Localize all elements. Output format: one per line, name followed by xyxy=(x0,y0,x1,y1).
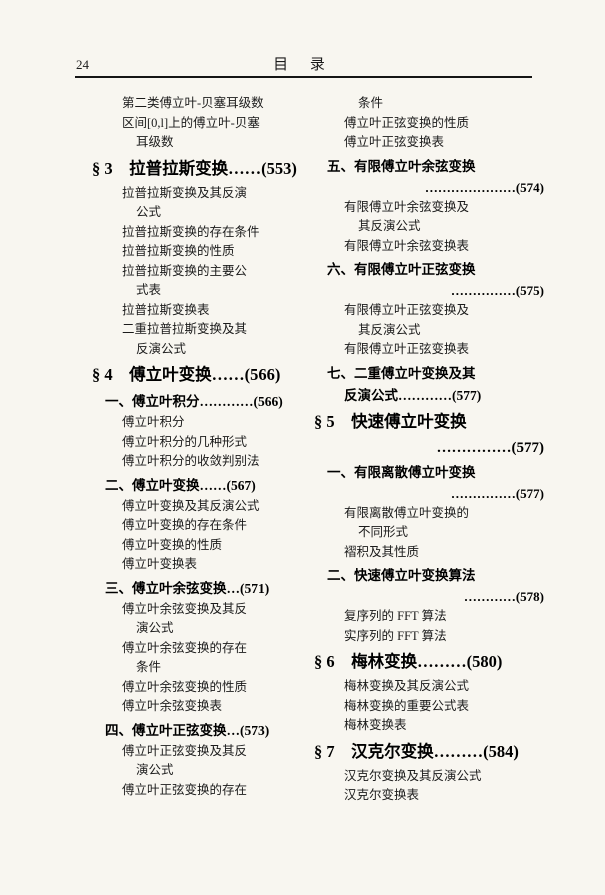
toc-entry: 傅立叶正弦变换的存在 xyxy=(122,782,248,797)
toc-entry: …………(578) xyxy=(463,589,544,604)
toc-entry: 其反演公式 xyxy=(358,219,421,233)
toc-entry: § 6 梅林变换………(580) xyxy=(314,652,503,671)
toc-entry: § 3 拉普拉斯变换……(553) xyxy=(92,158,297,178)
toc-entry: 傅立叶余弦变换的性质 xyxy=(122,679,248,694)
toc-right-column: 条件傅立叶正弦变换的性质傅立叶正弦变换表五、有限傅立叶余弦变换 …………………(5… xyxy=(314,94,544,806)
toc-entry: 傅立叶余弦变换表 xyxy=(122,699,223,713)
toc-entry: 拉普拉斯变换的性质 xyxy=(122,244,235,258)
toc-entry: 式表 xyxy=(136,283,162,297)
toc-entry: 拉普拉斯变换的主要公 xyxy=(122,263,248,278)
toc-entry: 七、二重傅立叶变换及其 xyxy=(327,365,476,381)
toc-entry: 有限傅立叶余弦变换表 xyxy=(344,238,470,253)
toc-entry: 傅立叶正弦变换表 xyxy=(344,135,445,149)
toc-entry: 四、傅立叶正弦变换…(573) xyxy=(105,722,270,738)
toc-entry: 有限傅立叶正弦变换及 xyxy=(344,303,470,317)
toc-entry: 二重拉普拉斯变换及其 xyxy=(122,322,248,336)
toc-entry: 五、有限傅立叶余弦变换 xyxy=(327,158,476,174)
toc-entry: 二、傅立叶变换……(567) xyxy=(105,477,256,493)
toc-entry: 梅林变换及其反演公式 xyxy=(344,679,470,693)
toc-entry: 二、快速傅立叶变换算法 xyxy=(327,568,476,583)
header-rule xyxy=(75,76,532,78)
toc-entry: 演公式 xyxy=(136,621,174,635)
toc-entry: 三、傅立叶余弦变换…(571) xyxy=(105,580,270,596)
toc-entry: 傅立叶余弦变换及其反 xyxy=(122,601,248,616)
toc-entry: 演公式 xyxy=(136,763,174,777)
toc-entry: 傅立叶余弦变换的存在 xyxy=(122,640,248,655)
toc-left-column: 第二类傅立叶-贝塞耳级数区间[0,l]上的傅立叶-贝塞耳级数 § 3 拉普拉斯变换… xyxy=(92,94,310,800)
toc-entry: 条件 xyxy=(358,96,384,110)
toc-entry: 傅立叶正弦变换及其反 xyxy=(122,743,248,758)
toc-entry: 傅立叶变换表 xyxy=(122,557,198,571)
toc-entry: 六、有限傅立叶正弦变换 xyxy=(327,262,476,277)
toc-entry: § 5 快速傅立叶变换 xyxy=(314,411,467,431)
toc-entry: 有限傅立叶正弦变换表 xyxy=(344,342,470,356)
toc-entry: 实序列的 FFT 算法 xyxy=(344,628,447,643)
toc-entry: 有限傅立叶余弦变换及 xyxy=(344,199,470,214)
toc-entry: 傅立叶变换的性质 xyxy=(122,537,223,552)
toc-entry: 公式 xyxy=(136,205,162,219)
toc-entry: 傅立叶积分 xyxy=(122,415,185,429)
toc-entry: 傅立叶变换及其反演公式 xyxy=(122,498,260,513)
toc-entry: 拉普拉斯变换的存在条件 xyxy=(122,224,260,239)
toc-entry: § 4 傅立叶变换……(566) xyxy=(92,365,281,384)
toc-entry: 傅立叶正弦变换的性质 xyxy=(344,115,470,130)
toc-entry: 反演公式…………(577) xyxy=(344,387,482,403)
toc-entry: 区间[0,l]上的傅立叶-贝塞 xyxy=(122,115,260,130)
toc-entry: 有限离散傅立叶变换的 xyxy=(344,505,470,520)
toc-entry: 一、傅立叶积分…………(566) xyxy=(105,394,283,409)
toc-entry: 拉普拉斯变换及其反演 xyxy=(122,185,248,200)
toc-entry: 汉克尔变换及其反演公式 xyxy=(344,768,482,783)
toc-entry: 傅立叶积分的几种形式 xyxy=(122,434,248,449)
toc-entry: …………………(574) xyxy=(424,179,544,195)
toc-entry: 汉克尔变换表 xyxy=(344,788,420,802)
toc-entry: 一、有限离散傅立叶变换 xyxy=(327,464,476,480)
toc-entry: 反演公式 xyxy=(136,341,187,356)
toc-entry: ……………(577) xyxy=(436,439,545,456)
toc-entry: 第二类傅立叶-贝塞耳级数 xyxy=(122,96,264,110)
toc-entry: 耳级数 xyxy=(136,135,174,149)
toc-entry: 不同形式 xyxy=(358,525,409,539)
toc-entry: 傅立叶积分的收敛判别法 xyxy=(122,454,260,468)
page-title: 目 录 xyxy=(273,57,334,73)
toc-entry: 傅立叶变换的存在条件 xyxy=(122,518,248,532)
toc-entry: 褶积及其性质 xyxy=(344,544,420,559)
toc-entry: ……………(575) xyxy=(450,283,544,298)
toc-entry: 其反演公式 xyxy=(358,322,421,337)
toc-entry: 梅林变换表 xyxy=(344,718,407,732)
toc-entry: 梅林变换的重要公式表 xyxy=(344,698,470,713)
page-number: 24 xyxy=(76,57,89,72)
toc-entry: 复序列的 FFT 算法 xyxy=(344,609,447,623)
toc-entry: ……………(577) xyxy=(450,485,544,501)
toc-entry: 拉普拉斯变换表 xyxy=(122,302,210,317)
toc-entry: 条件 xyxy=(136,660,162,674)
toc-entry: § 7 汉克尔变换………(584) xyxy=(314,741,519,761)
